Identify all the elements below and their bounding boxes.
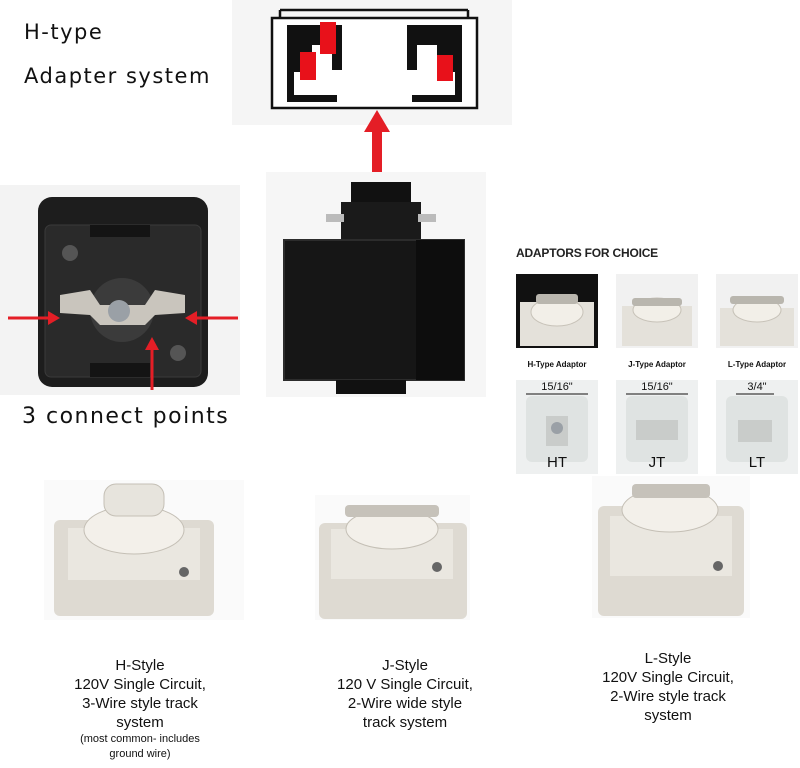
h-style-note-2: ground wire) xyxy=(109,748,171,760)
adapter-bottom-photo xyxy=(0,185,240,395)
l-style-line-3: system xyxy=(644,707,692,724)
h-style-adapter-photo xyxy=(44,480,244,620)
l-style-line-1: 120V Single Circuit, xyxy=(602,669,734,686)
l-type-adaptor-label: L-Type Adaptor xyxy=(727,360,787,369)
h-type-adaptor-label: H-Type Adaptor xyxy=(527,360,587,369)
track-conductor-top-left xyxy=(320,22,336,54)
j-style-caption: J-Style 120 V Single Circuit, 2-Wire wid… xyxy=(305,656,505,732)
j-type-adaptor-photo xyxy=(616,274,698,348)
l-style-adapter-photo xyxy=(592,476,750,618)
j-style-adapter-photo xyxy=(315,495,470,620)
lt-dimension: 3/4" xyxy=(747,381,767,393)
l-type-adaptor-photo xyxy=(716,274,798,348)
h-style-line-3: system xyxy=(116,714,164,731)
connect-points-label: 3 connect points xyxy=(22,404,230,429)
track-right-channel xyxy=(407,25,462,102)
track-conductor-right xyxy=(437,55,453,81)
h-style-line-2: 3-Wire style track xyxy=(82,695,198,712)
ht-dimension: 15/16" xyxy=(541,381,573,393)
up-arrow-icon xyxy=(364,110,390,178)
lt-bottom-photo xyxy=(716,380,798,474)
l-style-name: L-Style xyxy=(644,650,692,667)
adaptors-title: ADAPTORS FOR CHOICE xyxy=(516,246,658,260)
title-line-1: H-type xyxy=(24,20,104,44)
j-style-line-2: 2-Wire wide style xyxy=(347,695,463,712)
ht-bottom-photo xyxy=(516,380,598,474)
jt-code: JT xyxy=(648,454,666,471)
j-type-adaptor-label: J-Type Adaptor xyxy=(628,360,686,369)
track-cross-section-diagram xyxy=(232,0,512,125)
h-style-note-1: (most common- includes xyxy=(80,733,200,745)
track-conductor-mid-left xyxy=(300,52,316,80)
h-type-adaptor-photo xyxy=(516,274,598,348)
jt-bottom-photo xyxy=(616,380,698,474)
adaptors-for-choice-panel: ADAPTORS FOR CHOICE H-Type Adaptor J-Typ… xyxy=(510,240,800,480)
j-style-line-1: 120 V Single Circuit, xyxy=(337,676,473,693)
j-style-name: J-Style xyxy=(382,657,428,674)
ht-code: HT xyxy=(547,454,567,471)
jt-dimension: 15/16" xyxy=(641,381,673,393)
h-style-line-1: 120V Single Circuit, xyxy=(74,676,206,693)
j-style-line-3: track system xyxy=(362,714,448,731)
adapter-side-photo xyxy=(266,172,486,397)
lt-code: LT xyxy=(748,454,766,471)
l-style-line-2: 2-Wire style track xyxy=(610,688,726,705)
l-style-caption: L-Style 120V Single Circuit, 2-Wire styl… xyxy=(568,649,768,725)
h-style-name: H-Style xyxy=(115,657,165,674)
title-line-2: Adapter system xyxy=(24,64,211,88)
h-style-caption: H-Style 120V Single Circuit, 3-Wire styl… xyxy=(40,656,240,762)
